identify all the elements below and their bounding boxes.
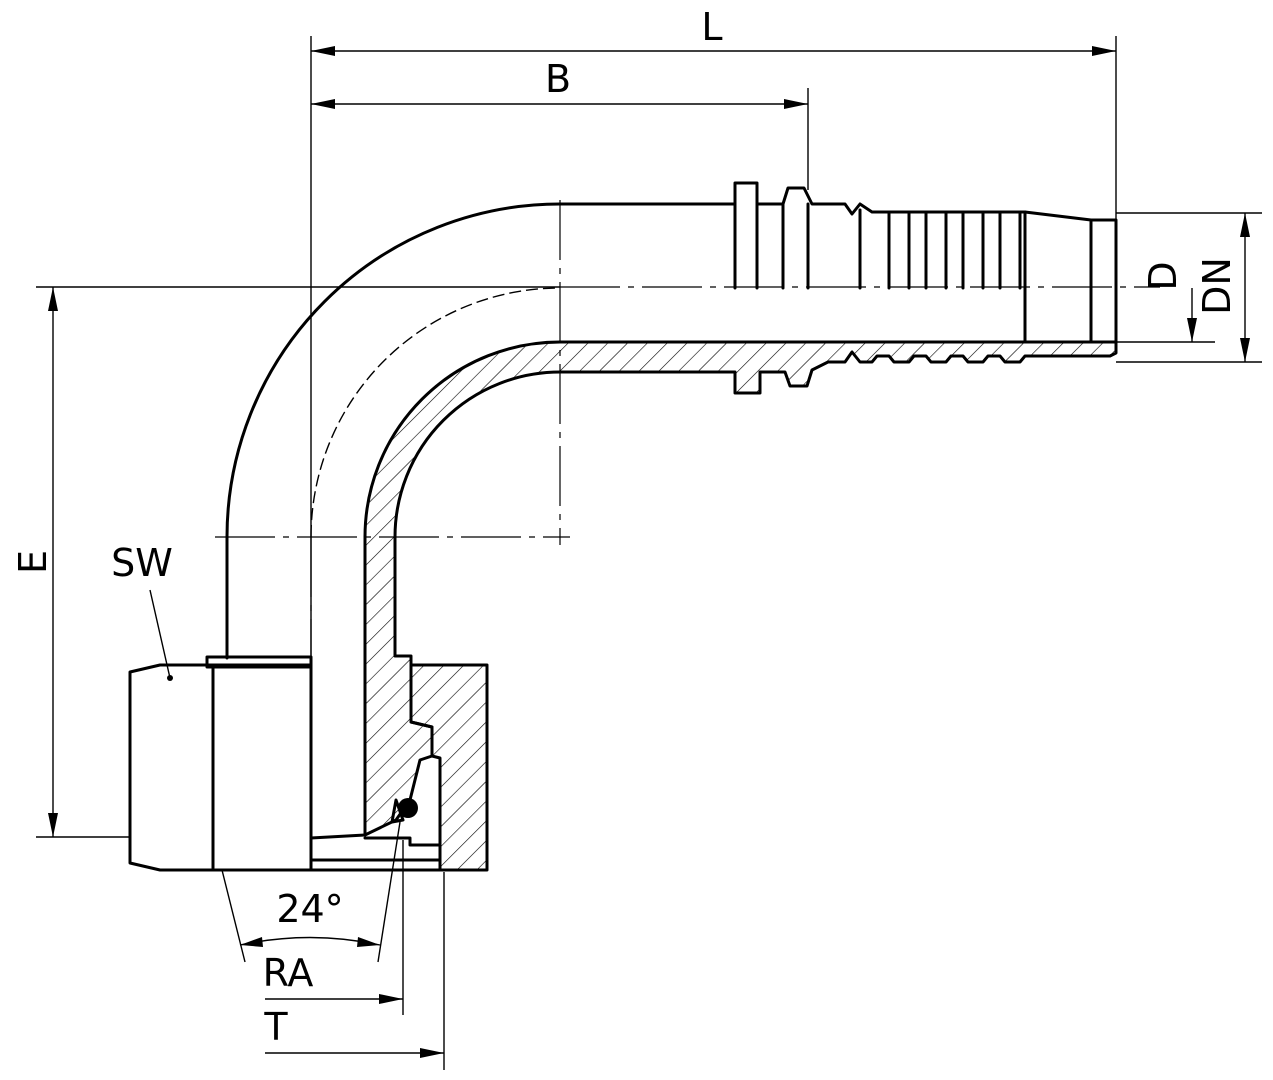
label-D: D	[1141, 261, 1185, 290]
nut-wall-section	[409, 663, 489, 872]
label-angle: 24°	[276, 887, 343, 931]
hose-tail	[733, 181, 1118, 344]
dimension-L: L	[310, 5, 1117, 660]
swivel-nut: SW	[111, 541, 313, 872]
elbow-wall-section	[363, 340, 1118, 837]
label-E: E	[11, 550, 55, 574]
bottom-face	[309, 833, 367, 840]
label-SW: SW	[111, 541, 173, 585]
dimension-D-DN: D DN	[1116, 212, 1262, 363]
dimension-angle-RA-T: 24° RA T	[221, 821, 445, 1070]
label-RA: RA	[263, 951, 314, 995]
centerlines	[215, 200, 1160, 860]
o-ring	[398, 798, 418, 818]
label-T: T	[263, 1005, 288, 1049]
label-DN: DN	[1195, 257, 1239, 315]
dimension-E: E	[11, 286, 560, 838]
dimension-B: B	[311, 57, 809, 190]
nut-bottom-face	[309, 836, 442, 872]
elbow-body	[225, 202, 737, 660]
label-L: L	[701, 5, 722, 49]
label-B: B	[545, 57, 571, 101]
